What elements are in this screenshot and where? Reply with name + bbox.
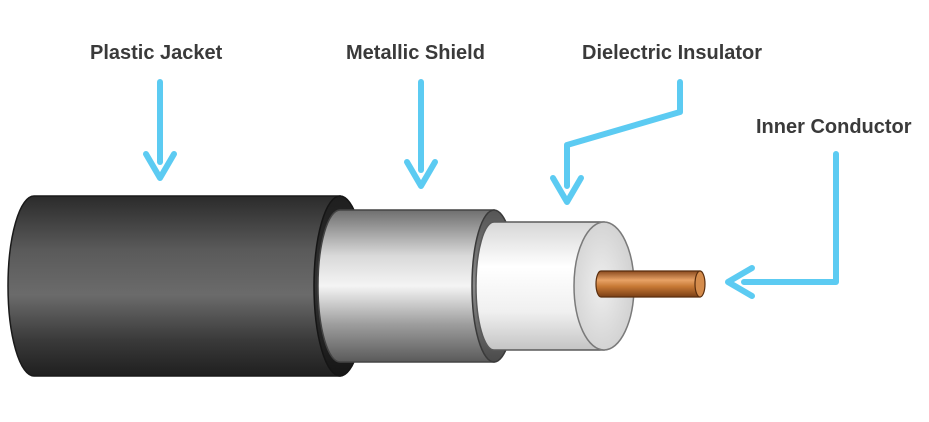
inner-conductor: [595, 270, 706, 298]
arrow-dielectric-insulator: [550, 79, 683, 205]
label-plastic-jacket: Plastic Jacket: [90, 42, 223, 64]
arrow-inner-conductor: [725, 151, 839, 299]
plastic-jacket: [7, 195, 367, 377]
arrow-plastic-jacket: [143, 79, 177, 181]
arrow-metallic-shield: [404, 79, 438, 189]
label-metallic-shield: Metallic Shield: [346, 42, 485, 64]
label-inner-conductor: Inner Conductor: [756, 116, 912, 138]
label-dielectric-insulator: Dielectric Insulator: [582, 42, 763, 64]
dielectric-insulator: [475, 221, 635, 351]
